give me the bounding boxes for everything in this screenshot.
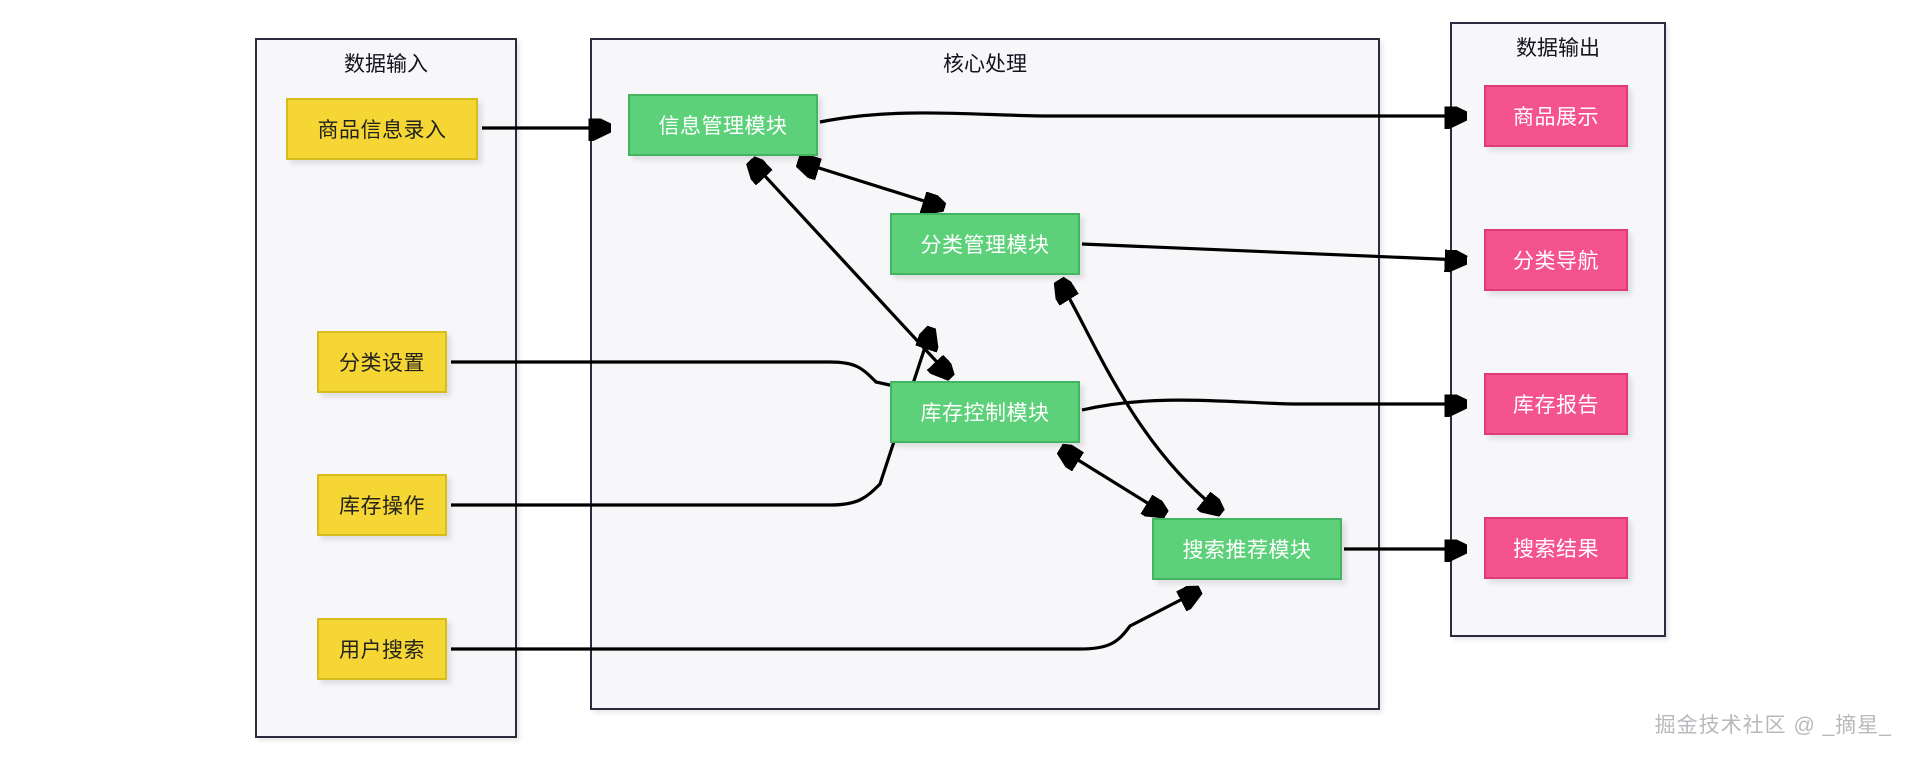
node-stock-module[interactable]: 库存控制模块 bbox=[890, 381, 1080, 443]
node-stock-report[interactable]: 库存报告 bbox=[1484, 373, 1628, 435]
node-search-module[interactable]: 搜索推荐模块 bbox=[1152, 518, 1342, 580]
node-category-nav[interactable]: 分类导航 bbox=[1484, 229, 1628, 291]
watermark-text: 掘金技术社区 @ _摘星_ bbox=[1654, 714, 1892, 737]
node-stock-op[interactable]: 库存操作 bbox=[317, 474, 447, 536]
node-category-setup[interactable]: 分类设置 bbox=[317, 331, 447, 393]
node-info-module[interactable]: 信息管理模块 bbox=[628, 94, 818, 156]
node-user-search[interactable]: 用户搜索 bbox=[317, 618, 447, 680]
group-title-core-processing: 核心处理 bbox=[943, 53, 1027, 76]
group-title-data-output: 数据输出 bbox=[1516, 37, 1600, 60]
group-title-data-input: 数据输入 bbox=[344, 53, 428, 76]
node-search-result[interactable]: 搜索结果 bbox=[1484, 517, 1628, 579]
node-category-module[interactable]: 分类管理模块 bbox=[890, 213, 1080, 275]
node-goods-entry[interactable]: 商品信息录入 bbox=[286, 98, 478, 160]
node-goods-display[interactable]: 商品展示 bbox=[1484, 85, 1628, 147]
